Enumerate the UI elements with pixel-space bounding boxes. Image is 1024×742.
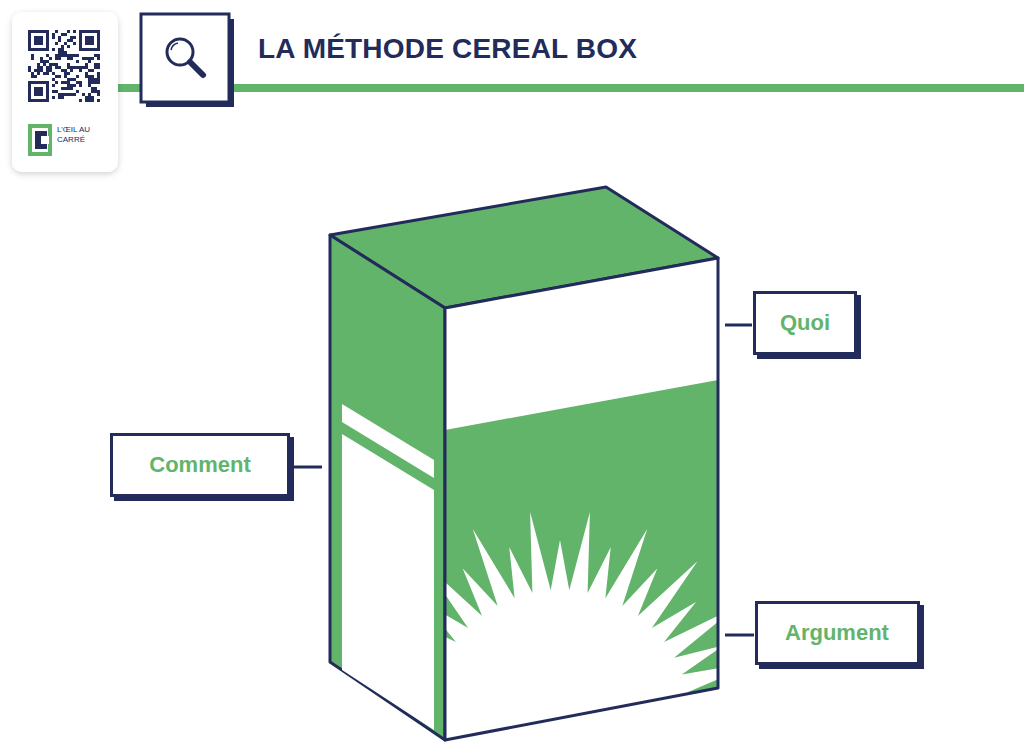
leader-line bbox=[725, 634, 754, 637]
search-icon-box bbox=[141, 14, 234, 107]
callout-box: Quoi bbox=[753, 291, 857, 355]
leader-line bbox=[725, 324, 752, 327]
callout-label: Argument bbox=[785, 620, 889, 646]
diagram-title: LA MÉTHODE CEREAL BOX bbox=[258, 33, 637, 65]
callout-box: Comment bbox=[110, 433, 290, 497]
logo-text: L’ŒIL AU CARRÉ bbox=[57, 125, 103, 145]
callout-box: Argument bbox=[755, 601, 920, 665]
logo-card bbox=[12, 12, 118, 172]
callout-label: Quoi bbox=[780, 310, 830, 336]
logo-icon bbox=[28, 124, 52, 156]
header-rule bbox=[110, 84, 1024, 92]
cereal-box bbox=[330, 187, 770, 742]
callout-label: Comment bbox=[149, 452, 250, 478]
qr-code bbox=[28, 30, 100, 102]
leader-line bbox=[294, 466, 322, 469]
